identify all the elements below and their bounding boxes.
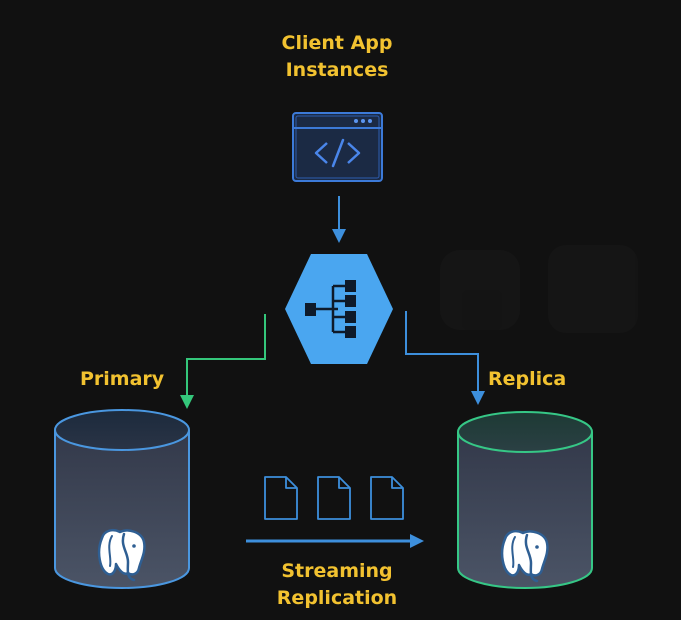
client-app-title: Client App Instances <box>262 30 412 84</box>
document-icon <box>317 476 351 520</box>
postgresql-elephant-icon <box>97 529 146 582</box>
streaming-replication-arrow <box>246 534 424 548</box>
primary-database-cylinder <box>54 409 190 589</box>
code-window-icon <box>292 112 383 182</box>
document-icon <box>264 476 298 520</box>
streaming-replication-line1: Streaming <box>281 560 393 582</box>
streaming-replication-label: Streaming Replication <box>262 558 412 612</box>
postgresql-elephant-icon <box>500 530 549 583</box>
background-decoration <box>440 245 638 333</box>
replica-database-cylinder <box>457 411 593 589</box>
client-app-title-line2: Instances <box>285 59 389 81</box>
balancer-to-primary-arrow <box>180 314 266 409</box>
replica-label: Replica <box>488 368 567 390</box>
balancer-to-replica-arrow <box>405 311 485 405</box>
document-icon <box>370 476 404 520</box>
client-app-title-line1: Client App <box>281 32 393 54</box>
load-balancer-hexagon-icon <box>285 254 393 364</box>
primary-label: Primary <box>80 368 165 390</box>
streaming-replication-line2: Replication <box>276 587 398 609</box>
